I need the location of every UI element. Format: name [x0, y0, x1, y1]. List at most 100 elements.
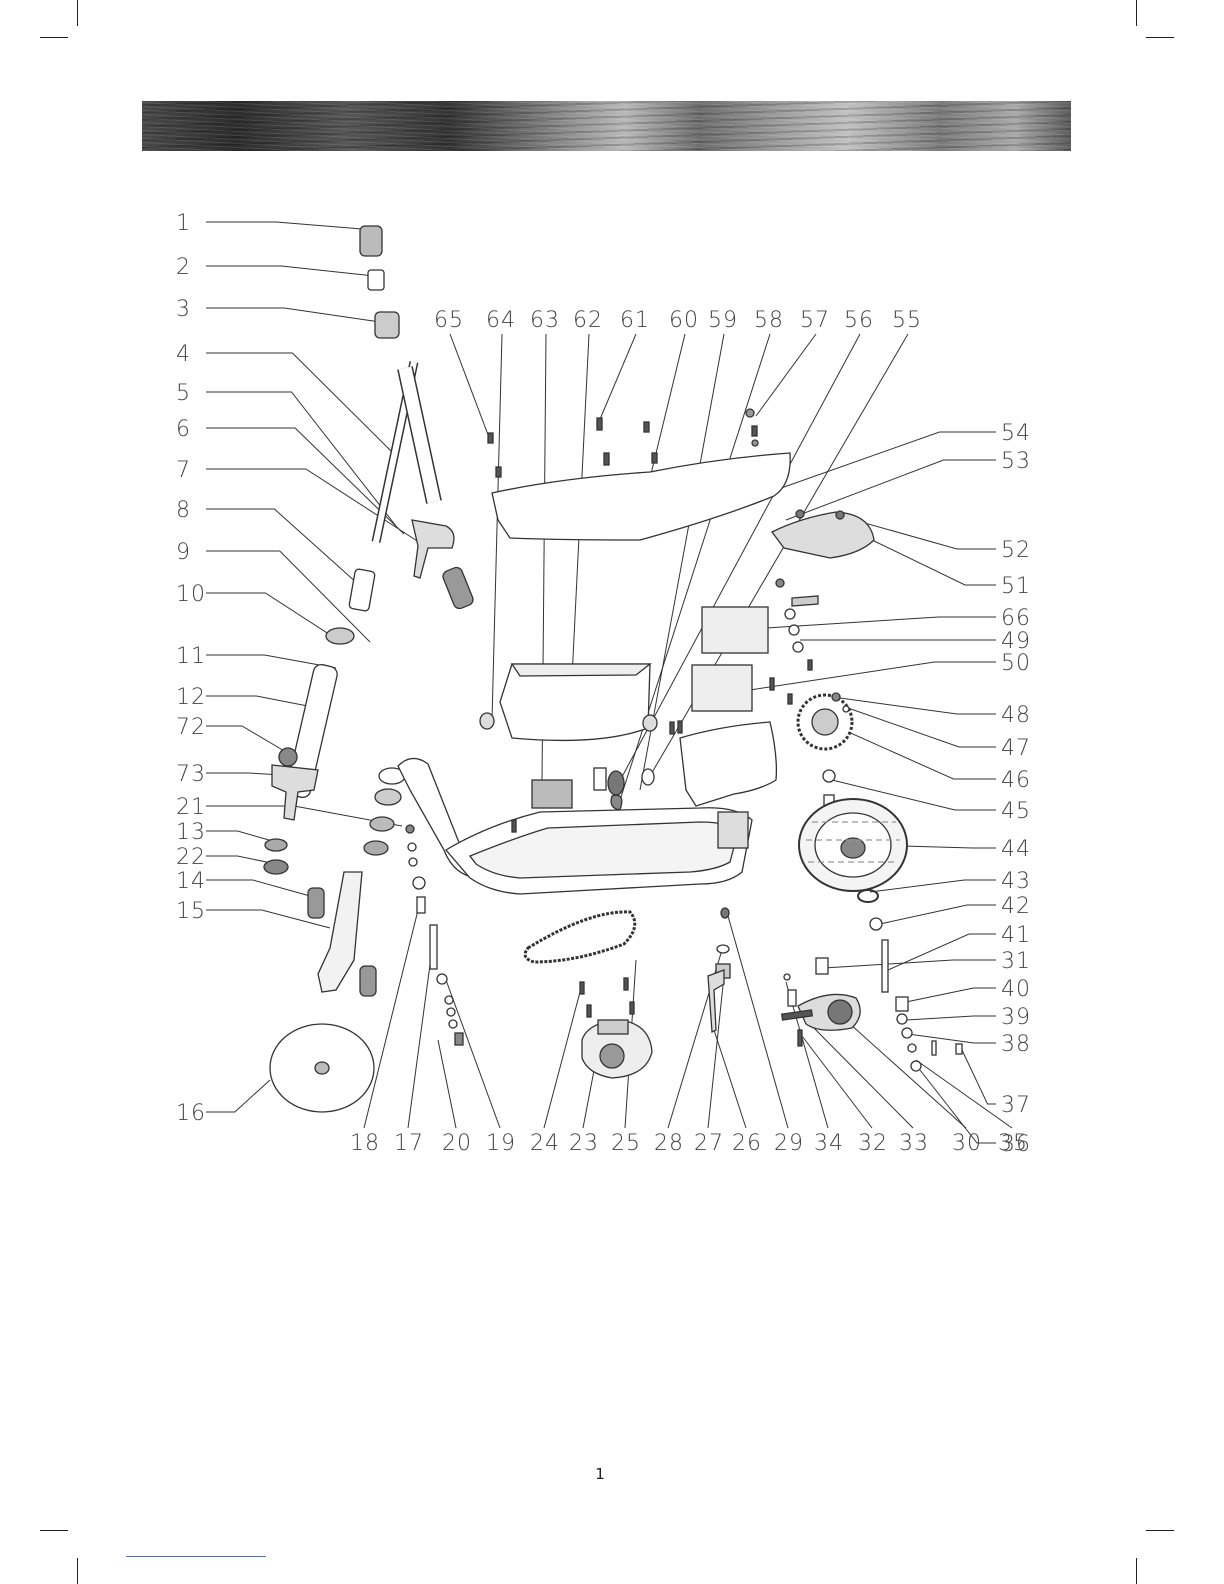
leader-19 — [446, 980, 500, 1128]
leader-12 — [206, 696, 318, 708]
callout-label-51: 51 — [1001, 574, 1031, 599]
part-73-hinge — [272, 765, 318, 820]
callout-label-56: 56 — [844, 308, 874, 333]
leader-57 — [756, 334, 816, 416]
part-3-throttle — [375, 312, 399, 338]
callout-label-61: 61 — [620, 308, 650, 333]
part-22-cup — [264, 860, 288, 874]
leader-42 — [880, 905, 996, 924]
part-2-sleeve — [368, 270, 384, 290]
footer-link-underline — [126, 1556, 266, 1557]
leader-10 — [206, 593, 338, 640]
callout-label-10: 10 — [176, 582, 206, 607]
callout-label-16: 16 — [176, 1101, 206, 1126]
part-17-axle — [430, 925, 437, 969]
leader-44 — [902, 846, 996, 848]
leader-65 — [450, 334, 490, 440]
callout-label-25: 25 — [611, 1131, 641, 1156]
callout-label-38: 38 — [1001, 1032, 1031, 1057]
leader-72 — [206, 726, 286, 752]
part-10-clamp — [326, 628, 354, 644]
callout-label-2: 2 — [176, 255, 191, 280]
callout-label-28: 28 — [654, 1131, 684, 1156]
part-59-controller — [532, 780, 572, 808]
callout-label-3: 3 — [176, 297, 191, 322]
callout-label-21: 21 — [176, 795, 206, 820]
leader-64 — [492, 334, 502, 720]
part-25-chain — [525, 912, 635, 962]
callout-label-41: 41 — [1001, 923, 1031, 948]
callout-label-62: 62 — [573, 308, 603, 333]
callout-label-31: 31 — [1001, 949, 1031, 974]
leader-61 — [598, 334, 636, 424]
leader-38 — [908, 1034, 996, 1043]
callout-label-7: 7 — [176, 458, 191, 483]
callout-label-54: 54 — [1001, 421, 1031, 446]
part-66-battery — [702, 607, 768, 653]
leader-43 — [870, 880, 996, 892]
callout-label-35: 35 — [998, 1131, 1028, 1156]
callout-label-46: 46 — [1001, 768, 1031, 793]
callout-label-1: 1 — [176, 211, 191, 236]
callout-label-20: 20 — [442, 1131, 472, 1156]
callout-label-45: 45 — [1001, 799, 1031, 824]
callout-label-8: 8 — [176, 498, 191, 523]
leader-55 — [650, 334, 908, 776]
leader-50 — [750, 662, 996, 690]
callout-label-5: 5 — [176, 381, 191, 406]
leader-2 — [206, 266, 374, 276]
callout-label-18: 18 — [350, 1131, 380, 1156]
callout-label-11: 11 — [176, 644, 206, 669]
callout-label-42: 42 — [1001, 894, 1031, 919]
leader-8 — [206, 509, 358, 584]
leader-41 — [888, 934, 996, 970]
callout-label-63: 63 — [530, 308, 560, 333]
callout-label-50: 50 — [1001, 651, 1031, 676]
leader-51 — [872, 540, 996, 585]
part-51-chain-guard — [772, 512, 874, 558]
leader-26 — [714, 1030, 746, 1128]
callout-label-43: 43 — [1001, 869, 1031, 894]
leader-17 — [408, 950, 432, 1128]
part-7-brake-lever — [412, 520, 454, 578]
leader-29 — [728, 916, 788, 1128]
callout-label-19: 19 — [486, 1131, 516, 1156]
callout-label-6: 6 — [176, 417, 191, 442]
callout-label-13: 13 — [176, 820, 206, 845]
callout-label-39: 39 — [1001, 1005, 1031, 1030]
leader-20 — [438, 1040, 456, 1128]
callout-label-55: 55 — [892, 308, 922, 333]
callout-label-24: 24 — [530, 1131, 560, 1156]
callout-label-9: 9 — [176, 540, 191, 565]
callout-label-53: 53 — [1001, 449, 1031, 474]
leader-32 — [802, 1036, 872, 1128]
part-14-spring — [308, 888, 324, 918]
callout-label-73: 73 — [176, 762, 206, 787]
callout-label-72: 72 — [176, 715, 206, 740]
leader-31 — [824, 960, 996, 968]
callout-label-17: 17 — [394, 1131, 424, 1156]
callout-label-34: 34 — [814, 1131, 844, 1156]
callout-label-23: 23 — [569, 1131, 599, 1156]
leader-6 — [206, 428, 404, 534]
part-46-cover — [680, 722, 776, 806]
part-15-front-fork — [318, 872, 362, 992]
callout-label-4: 4 — [176, 342, 191, 367]
part-41-rear-axle — [882, 940, 888, 992]
callout-label-40: 40 — [1001, 977, 1031, 1002]
leader-1 — [206, 222, 362, 229]
callout-label-27: 27 — [694, 1131, 724, 1156]
callout-label-26: 26 — [732, 1131, 762, 1156]
callout-label-12: 12 — [176, 685, 206, 710]
callout-label-32: 32 — [858, 1131, 888, 1156]
callout-label-47: 47 — [1001, 736, 1031, 761]
leader-24 — [544, 992, 580, 1128]
part-64-deck-cover — [492, 453, 790, 540]
part-7-grip — [441, 566, 475, 611]
callout-label-44: 44 — [1001, 837, 1031, 862]
leader-16 — [206, 1080, 270, 1112]
part-drawings — [264, 226, 962, 1112]
leader-5 — [206, 392, 396, 526]
callout-label-30: 30 — [952, 1131, 982, 1156]
